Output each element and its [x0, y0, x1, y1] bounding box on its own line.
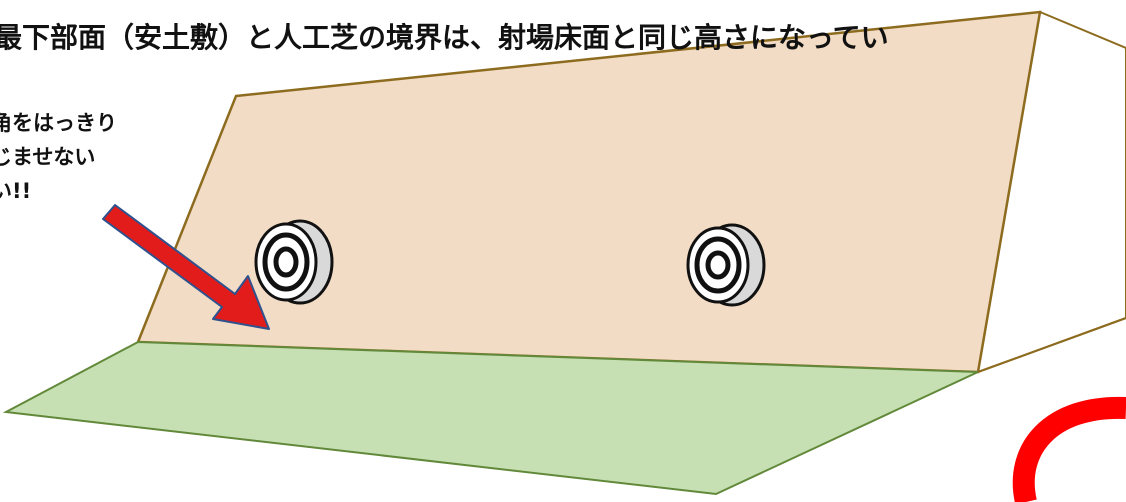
red-arrow-icon	[102, 204, 270, 330]
instruction-line: さい!!	[0, 179, 32, 203]
target-peg-icon	[254, 219, 334, 305]
red-circle-marker	[1012, 396, 1126, 502]
turf-floor-edge	[977, 317, 1126, 373]
instruction-line: にじませない	[0, 145, 96, 169]
instruction-line: の角をはっきり	[0, 111, 117, 135]
backboard-panel	[136, 10, 1042, 374]
target-peg-icon	[686, 223, 766, 307]
artificial-turf-strip	[2, 340, 979, 496]
headline-text: の最下部面（安土敷）と人工芝の境界は、射場床面と同じ高さになってい	[0, 21, 889, 54]
instruction-note: の角をはっきり にじませない さい!!	[0, 106, 117, 208]
